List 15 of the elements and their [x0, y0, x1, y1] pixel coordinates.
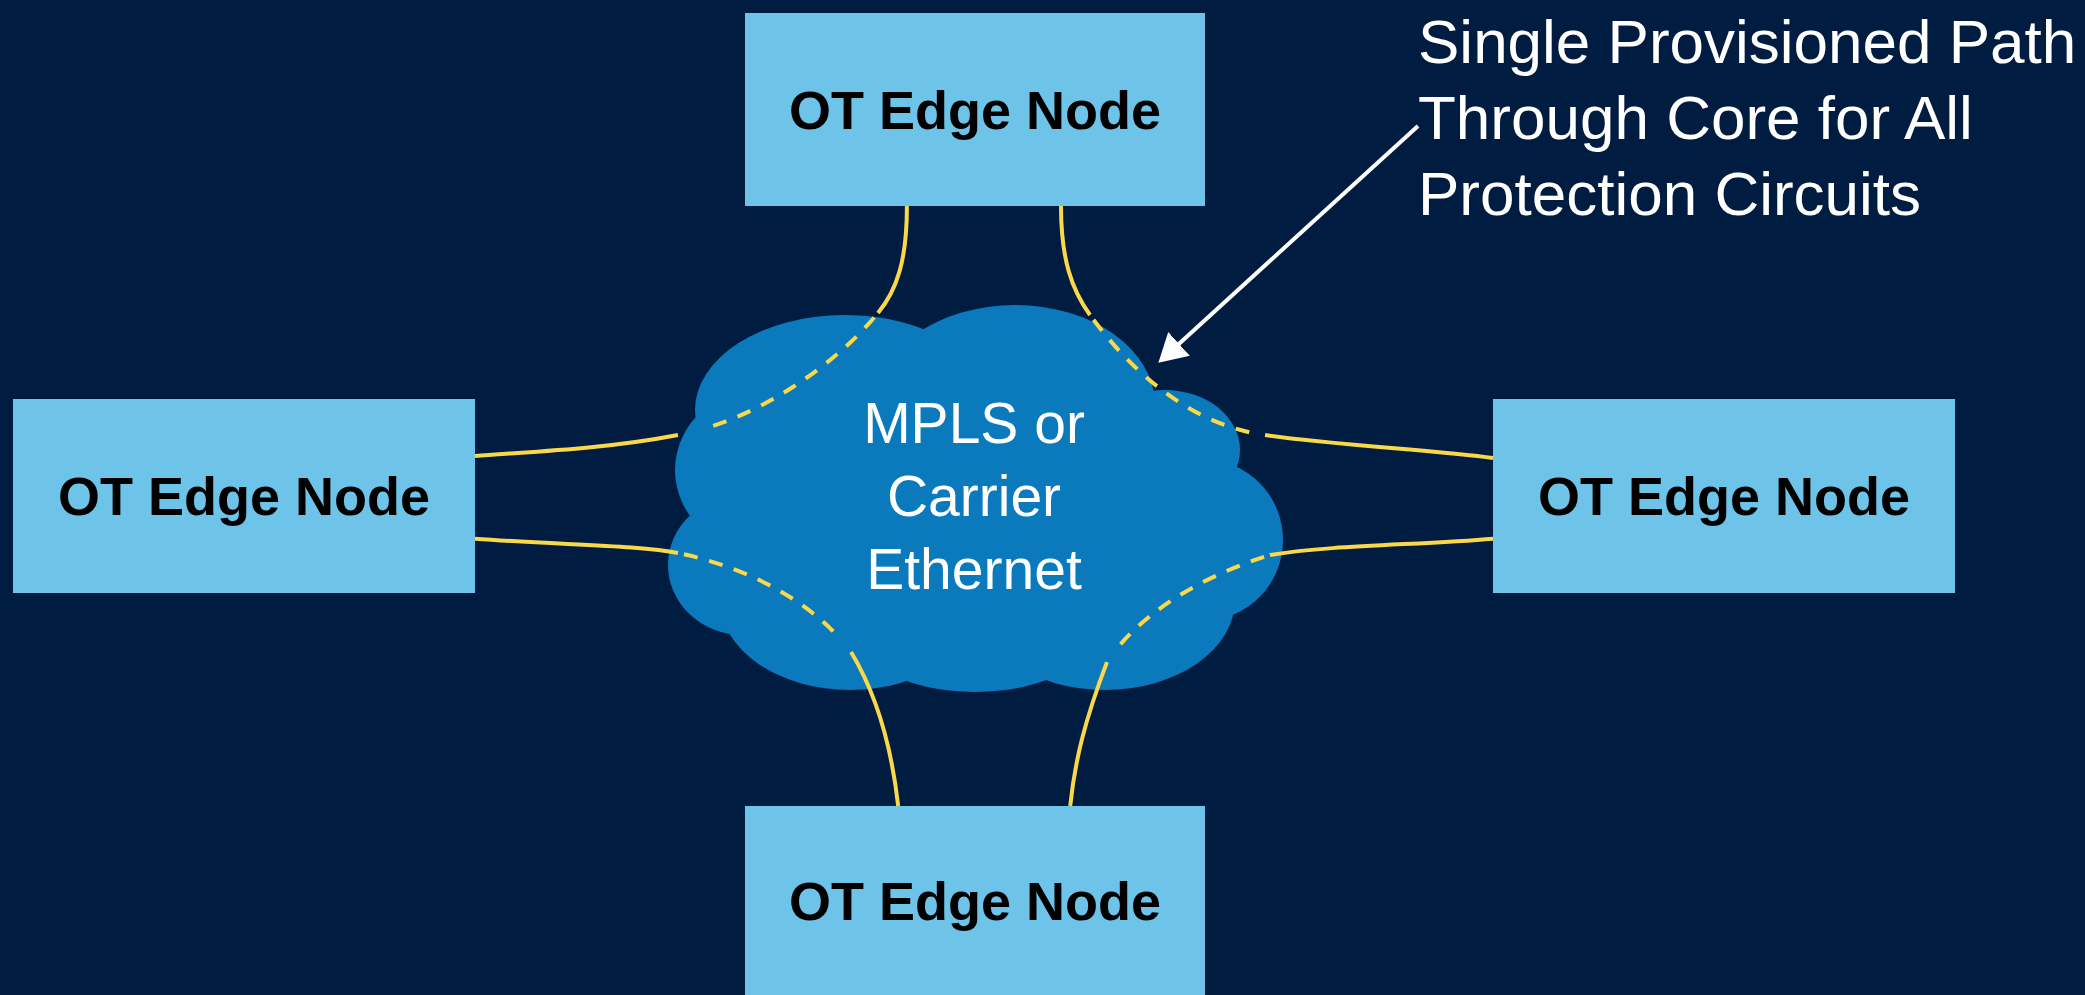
process-box	[745, 13, 1205, 206]
box-label: OT Edge Node	[789, 869, 1161, 932]
cloud-label: MPLS or Carrier Ethernet	[862, 389, 1086, 603]
process-box	[1493, 399, 1955, 593]
connector-line	[1059, 205, 1494, 460]
process-box	[13, 399, 475, 593]
connector-line	[474, 536, 901, 807]
process-box	[745, 806, 1205, 995]
connector-line	[1068, 536, 1494, 807]
annotation-text: Single Provisioned Path Through Core for All Protection Circuits	[1418, 6, 2078, 230]
connector-line	[474, 205, 909, 458]
arrow	[1158, 124, 1420, 363]
box-label: OT Edge Node	[1538, 465, 1910, 527]
box-label: OT Edge Node	[789, 78, 1161, 141]
box-label: OT Edge Node	[58, 465, 430, 527]
